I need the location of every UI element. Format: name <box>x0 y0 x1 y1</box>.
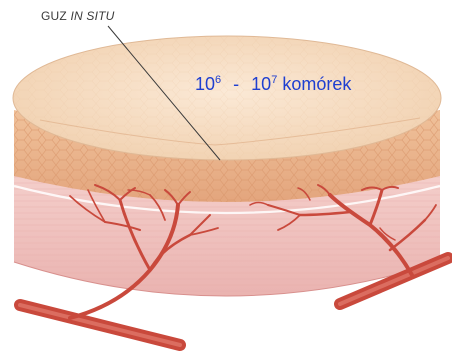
tumor-label: GUZ IN SITU <box>41 9 115 23</box>
tumor-label-main: GUZ <box>41 9 70 23</box>
tumor-label-italic: IN SITU <box>70 9 114 23</box>
cell-count-base-2: 10 <box>251 74 271 94</box>
cell-count-label: 106-107 komórek <box>195 74 351 95</box>
tumor-top <box>13 36 441 160</box>
cell-count-unit: komórek <box>277 74 351 94</box>
cell-count-base-1: 10 <box>195 74 215 94</box>
cell-count-separator: - <box>221 74 251 95</box>
